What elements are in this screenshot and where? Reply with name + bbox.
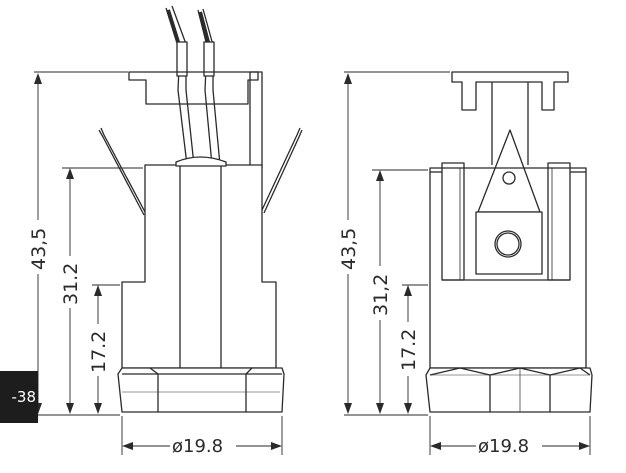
lower-height-dimension-right bbox=[396, 284, 428, 414]
corner-badge: -38 bbox=[0, 371, 38, 423]
overall-height-dimension-right bbox=[336, 71, 450, 416]
diameter-label: ø19.8 bbox=[172, 436, 223, 457]
lower-height-label-right: 17.2 bbox=[398, 329, 420, 371]
lower-height-dimension bbox=[86, 284, 120, 414]
terminal-tab bbox=[475, 82, 543, 275]
upper-height-label-right: 31,2 bbox=[370, 274, 392, 316]
upper-height-dimension bbox=[58, 167, 143, 414]
wire-leads bbox=[165, 5, 221, 166]
overall-height-label-right: 43,5 bbox=[338, 228, 360, 270]
diameter-label-right: ø19.8 bbox=[478, 436, 529, 457]
lower-height-label: 17.2 bbox=[88, 331, 110, 373]
upper-height-dimension-right bbox=[368, 169, 428, 414]
corner-badge-text: -38 bbox=[11, 388, 37, 406]
spring-clips bbox=[98, 127, 303, 216]
right-view: 43,5 31,2 17.2 ø19.8 bbox=[336, 71, 593, 457]
diameter-dimension-right bbox=[429, 416, 591, 456]
top-bracket bbox=[128, 71, 263, 169]
top-bracket-front bbox=[451, 71, 569, 111]
hex-nut-front bbox=[425, 367, 593, 413]
overall-height-label: 43,5 bbox=[28, 228, 50, 270]
left-view: 43,5 31.2 17.2 ø19.8 bbox=[26, 5, 303, 457]
diameter-dimension bbox=[121, 416, 283, 456]
upper-height-label: 31.2 bbox=[60, 263, 82, 305]
overall-height-dimension bbox=[26, 71, 128, 416]
hex-nut bbox=[117, 367, 285, 413]
